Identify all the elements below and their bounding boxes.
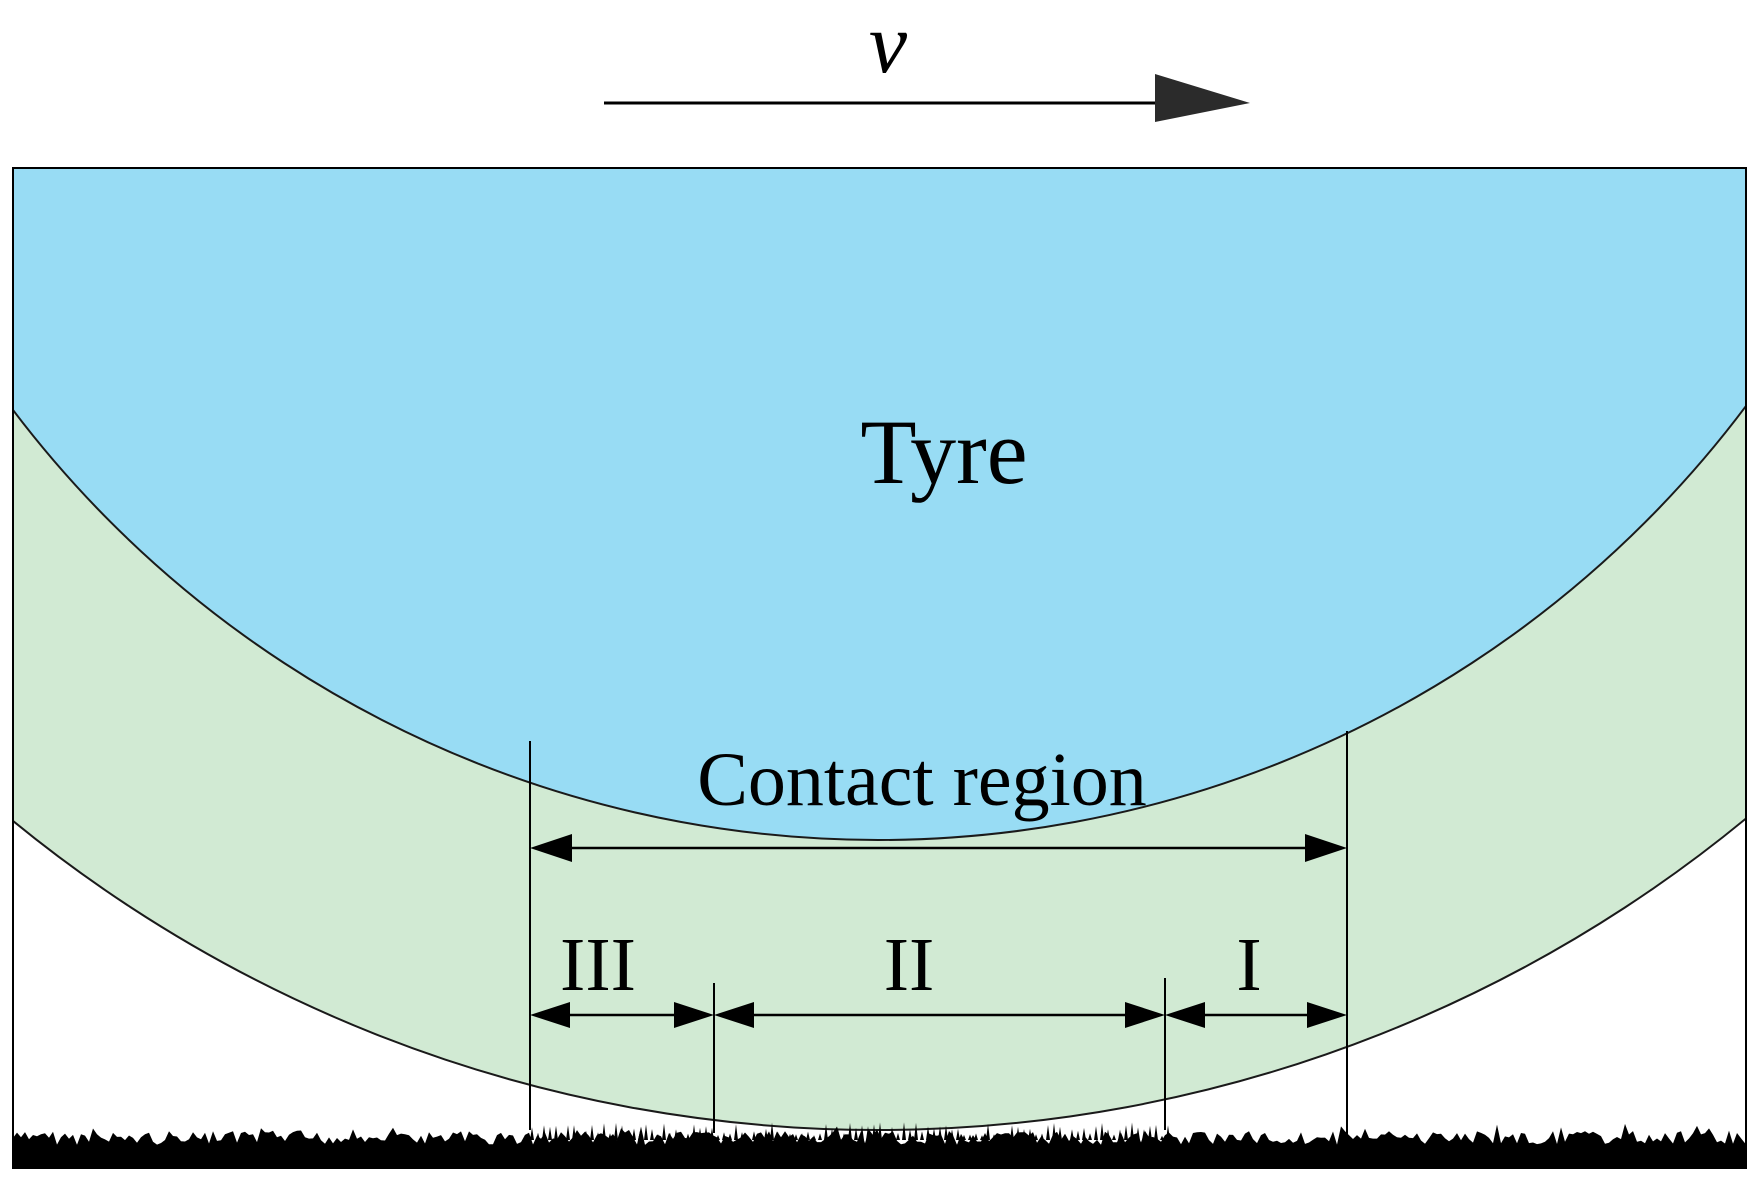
contact-region-label: Contact region <box>697 738 1147 822</box>
ground-texture <box>13 1123 1746 1168</box>
frame-border <box>12 167 1747 1169</box>
arrow-right-icon <box>1155 74 1250 122</box>
zone-iii-dimension <box>530 1002 714 1028</box>
zone-i-label: I <box>1236 923 1261 1007</box>
ground-asperities <box>530 1122 1170 1140</box>
velocity-label: v <box>869 0 908 91</box>
ground-surface <box>13 1122 1746 1168</box>
contact-region-dimension <box>530 834 1347 862</box>
zone-ii-dimension <box>714 1002 1165 1028</box>
zone-iii-label: III <box>560 923 636 1007</box>
zone-ii-label: II <box>884 923 935 1007</box>
tyre-label: Tyre <box>860 401 1027 503</box>
tyre-body <box>13 168 1746 841</box>
zone-i-dimension <box>1165 1002 1347 1028</box>
